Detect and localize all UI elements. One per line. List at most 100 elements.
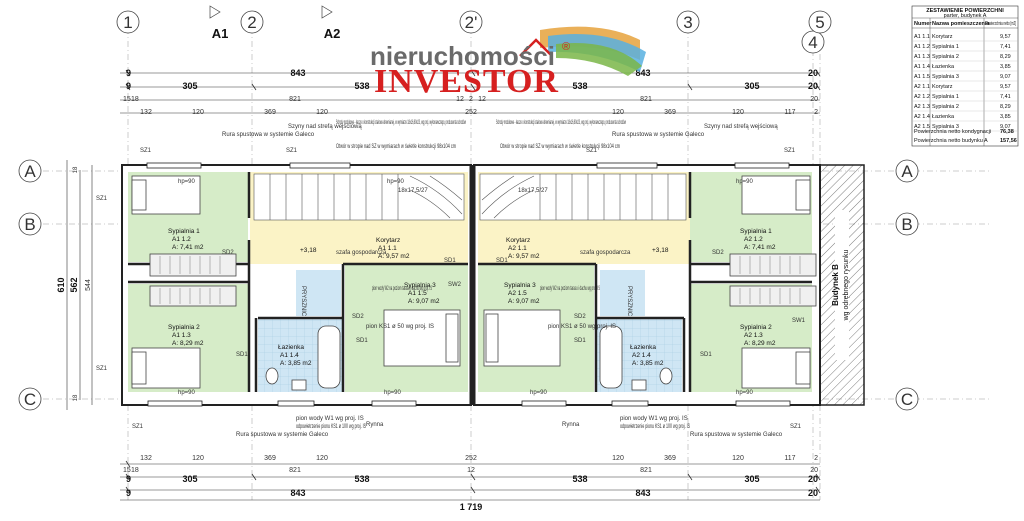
table-cell-name: Łazienka: [932, 64, 955, 70]
dim-top-2d: 538: [572, 81, 587, 91]
label-sd2-4: SD2: [574, 314, 586, 320]
label-sd2-2: SD2: [712, 250, 724, 256]
table-total1-label: Powierzchnia netto kondygnacji: [914, 129, 991, 135]
dim-top-1b: 843: [290, 68, 305, 78]
note-ks-a1: pion KS1 ø 50 wg proj. IS: [366, 324, 434, 330]
dim-bot-2c: 821: [289, 467, 301, 474]
dim-top-1c: 843: [635, 68, 650, 78]
table-cell-number: A2 1.5: [914, 124, 930, 130]
room-name-a2-sypialnia3: Sypialnia 3: [504, 282, 536, 289]
table-cell-area: 3,85: [1000, 114, 1011, 120]
label-sd1-5: SD1: [574, 338, 586, 344]
dim-top-1d: 20: [808, 68, 818, 78]
table-cell-number: A2 1.2: [914, 94, 930, 100]
interior-walls: [128, 165, 812, 405]
label-szafa-a2: szafa gospodarcza: [580, 250, 631, 256]
grid-label-col-1: 1: [123, 13, 132, 32]
note-pipe-bottom-a1: Rura spustowa w systemie Galeco: [236, 432, 329, 438]
staircase-a1: [253, 173, 465, 221]
dim-left-18b: 18: [73, 394, 79, 401]
room-area-a1-korytarz: A: 9,57 m2: [378, 253, 410, 260]
dim-top-3a: 15: [123, 96, 131, 103]
label-sd1-6: SD1: [700, 352, 712, 358]
dimension-ticks: [125, 69, 821, 494]
table-cell-number: A1 1.5: [914, 74, 930, 80]
label-sz1-8: SZ1: [790, 424, 802, 430]
note-pipe-bottom-a2: Rura spustowa w systemie Galeco: [690, 432, 783, 438]
dim-bot-2d: 12: [467, 467, 475, 474]
dim-bot-1d: 120: [316, 455, 328, 462]
room-id-a1-sypialnia3: A1 1.5: [408, 290, 427, 297]
label-sd2-3: SD2: [352, 314, 364, 320]
dim-top-4a: 132: [140, 109, 152, 116]
table-cell-area: 7,41: [1000, 44, 1011, 50]
table-header-area: Powierzchnia netto [m2]: [986, 21, 1016, 27]
room-area-a1-sypialnia1: A: 7,41 m2: [172, 244, 204, 251]
top-dimension-lines: [66, 72, 820, 501]
dim-left-610: 610: [56, 277, 66, 292]
grid-label-col-2: 2: [247, 13, 256, 32]
note-ks2-a2: odpowietrzenie pionu KS1 ø 100 wg proj. …: [620, 424, 690, 430]
wardrobe-stripes: [159, 256, 801, 304]
room-name-a2-lazienka: Łazienka: [630, 344, 656, 351]
dim-top-3g: 821: [640, 96, 652, 103]
section-markers: [209, 5, 333, 19]
grid-label-col-3: 3: [683, 13, 692, 32]
table-cell-name: Sypialnia 1: [932, 44, 959, 50]
table-cell-area: 7,41: [1000, 94, 1011, 100]
room-name-a1-korytarz: Korytarz: [376, 237, 400, 244]
label-sz1-2: SZ1: [286, 148, 298, 154]
room-name-a2-sypialnia2: Sypialnia 2: [740, 324, 772, 331]
dim-bot-3e: 305: [744, 474, 759, 484]
dim-bot-4b: 843: [290, 488, 305, 498]
note-stairs-a2: Schody modułowe - kacze o konstrukcji st…: [496, 120, 626, 126]
table-cell-area: 9,07: [1000, 74, 1011, 80]
dim-top-3c: 821: [289, 96, 301, 103]
dim-bot-1c: 369: [264, 455, 276, 462]
grid-label-col-2-prime: 2': [465, 13, 478, 32]
grid-label-row-c-right: C: [901, 390, 913, 409]
dim-top-4g: 369: [664, 109, 676, 116]
table-cell-number: A1 1.2: [914, 44, 930, 50]
dim-bot-2f: 20: [810, 467, 818, 474]
dim-top-3f: 12: [478, 96, 486, 103]
room-id-a2-sypialnia1: A2 1.2: [744, 236, 763, 243]
dim-top-3h: 20: [810, 96, 818, 103]
dim-bot-1j: 2: [814, 455, 818, 462]
label-building-b: Budynek B: [831, 264, 840, 306]
house-roof-icon: [519, 38, 553, 57]
note-w1-a2: pion wody W1 wg proj. IS: [620, 416, 688, 422]
label-prysznic-a1: PRYSZNIC: [300, 286, 306, 317]
note-pipe-a1: Rura spustowa w systemie Galeco: [222, 132, 315, 138]
grid-label-col-4: 4: [808, 33, 817, 52]
room-area-a2-sypialnia2: A: 8,29 m2: [744, 340, 776, 347]
note-opening-a2: Otwór w stropie nad SZ w wymiarach w świ…: [500, 144, 620, 150]
dim-top-2f: 20: [808, 81, 818, 91]
label-stairs-a1: 18x17,5/27: [398, 188, 428, 194]
shower-area-a2: [600, 270, 645, 316]
dim-bot-1g: 369: [664, 455, 676, 462]
table-cell-name: Sypialnia 3: [932, 74, 959, 80]
table-cell-number: A2 1.1: [914, 84, 930, 90]
dim-top-4e: 252: [465, 109, 477, 116]
dim-bot-1f: 120: [612, 455, 624, 462]
label-sd1-3: SD1: [496, 258, 508, 264]
label-sd1-4: SD1: [356, 338, 368, 344]
brand-registered: ®: [562, 41, 570, 53]
table-cell-area: 3,85: [1000, 64, 1011, 70]
table-cell-number: A1 1.4: [914, 64, 930, 70]
room-id-a1-korytarz: A1 1.1: [378, 245, 397, 252]
dim-left-544: 544: [85, 279, 92, 291]
label-szafa-a1: szafa gospodarcza: [336, 250, 387, 256]
dim-bot-3c: 538: [354, 474, 369, 484]
grid-label-row-b-right: B: [901, 215, 912, 234]
label-hp-2: hp=90: [387, 179, 405, 185]
label-sz1-7: SZ1: [132, 424, 144, 430]
label-stairs-a2: 18x17,5/27: [518, 188, 548, 194]
section-label-a1: A1: [212, 26, 229, 41]
callout-notes: Rura spustowa w systemie Galeco Rura spu…: [222, 120, 783, 438]
table-cell-area: 9,57: [1000, 84, 1011, 90]
brand-line1: nieruchomości: [370, 41, 555, 71]
dim-top-3d: 12: [456, 96, 464, 103]
